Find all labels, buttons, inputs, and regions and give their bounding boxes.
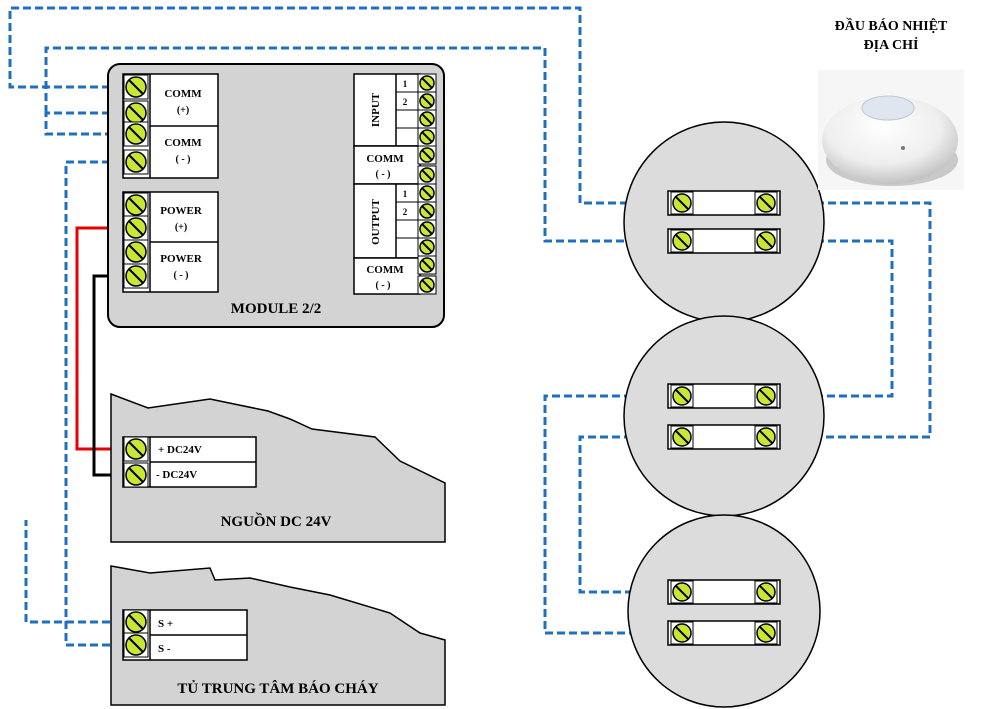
screw-terminal-icon <box>670 580 694 604</box>
power-supply-title: NGUỒN DC 24V <box>221 512 332 530</box>
module-comm-bottom-sign: ( - ) <box>376 280 391 291</box>
screw-terminal-icon <box>670 384 694 408</box>
bus-wire-a <box>24 520 122 624</box>
bus-wire-i <box>543 394 668 635</box>
screw-terminal-icon <box>670 191 694 215</box>
bus-wire-h <box>780 239 894 398</box>
screw-terminal-icon <box>417 91 437 111</box>
bus-wire-d <box>44 111 122 136</box>
bus-wire-b <box>64 520 122 647</box>
screw-terminal-icon <box>123 192 149 218</box>
screw-terminal-icon <box>417 145 437 165</box>
power-supply-body <box>110 392 446 543</box>
module-comm-minus-sign: ( - ) <box>176 154 191 165</box>
module-comm-mid-label: COMM <box>366 153 404 165</box>
power-supply: + DC24V - DC24V NGUỒN DC 24V <box>110 392 446 543</box>
screw-terminal-icon <box>754 580 778 604</box>
screw-terminal-icon <box>123 462 149 488</box>
power-wire-positive <box>75 226 122 451</box>
screw-terminal-icon <box>754 425 778 449</box>
module-title: MODULE 2/2 <box>231 301 321 317</box>
fire-panel-terminal-minus-label: S - <box>158 643 171 655</box>
module-input-pin-1: 1 <box>403 79 408 89</box>
module-comm-bottom-label: COMM <box>366 264 404 276</box>
screw-terminal-icon <box>670 229 694 253</box>
module-input-label: INPUT <box>370 92 382 127</box>
bus-wire-g <box>780 201 932 439</box>
detector-base-circle <box>627 514 821 708</box>
screw-terminal-icon <box>417 255 437 275</box>
module-comm-mid-block <box>353 145 421 185</box>
module-power-minus-label: POWER <box>160 253 203 265</box>
screw-terminal-icon <box>754 229 778 253</box>
heat-detector-image <box>818 70 964 190</box>
power-terminal-plus-label: + DC24V <box>158 444 202 456</box>
screw-terminal-icon <box>417 183 437 203</box>
module-output-pin-1: 1 <box>403 189 408 199</box>
detector-title-line-1: ĐẦU BÁO NHIỆT <box>835 17 948 34</box>
power-terminal-minus-label: - DC24V <box>156 469 197 481</box>
screw-terminal-icon <box>123 121 149 147</box>
detector-base-circle <box>623 315 825 517</box>
bus-wires <box>8 6 932 647</box>
screw-terminal-icon <box>417 237 437 257</box>
screw-terminal-icon <box>417 275 437 295</box>
module-comm-plus-label: COMM <box>164 88 202 100</box>
screw-terminal-icon <box>417 73 437 93</box>
screw-terminal-icon <box>670 425 694 449</box>
module-power-minus-sign: ( - ) <box>174 270 189 281</box>
module-output-block <box>353 183 421 259</box>
fire-panel-terminal-plus-label: S + <box>158 618 173 630</box>
screw-terminals <box>123 73 778 658</box>
module-output-label: OUTPUT <box>370 198 382 245</box>
module-comm-mid-sign: ( - ) <box>376 169 391 180</box>
screw-terminal-icon <box>754 621 778 645</box>
screw-terminal-icon <box>123 436 149 462</box>
module-comm-minus-label: COMM <box>164 137 202 149</box>
screw-terminal-icon <box>123 632 149 658</box>
module-input-pin-2: 2 <box>403 97 408 107</box>
screw-terminal-icon <box>417 165 437 185</box>
fire-panel-title: TỦ TRUNG TÂM BÁO CHÁY <box>177 680 378 697</box>
screw-terminal-icon <box>670 621 694 645</box>
screw-terminal-icon <box>417 219 437 239</box>
detector-title-line-2: ĐỊA CHỈ <box>864 36 919 53</box>
screw-terminal-icon <box>417 201 437 221</box>
screw-terminal-icon <box>123 100 149 126</box>
module-power-plus-sign: (+) <box>175 222 187 233</box>
detector-base-3 <box>627 514 821 708</box>
module-comm-plus-sign: (+) <box>177 105 189 116</box>
screw-terminal-icon <box>123 239 149 265</box>
fire-panel-body <box>110 565 446 706</box>
screw-terminal-icon <box>754 384 778 408</box>
screw-terminal-icon <box>417 109 437 129</box>
screw-terminal-icon <box>123 149 149 175</box>
screw-terminal-icon <box>417 127 437 147</box>
fire-panel: S + S - TỦ TRUNG TÂM BÁO CHÁY <box>110 565 446 706</box>
screw-terminal-icon <box>754 191 778 215</box>
screw-terminal-icon <box>123 609 149 635</box>
bus-wire-c <box>8 6 668 205</box>
module-output-pin-2: 2 <box>403 207 408 217</box>
bus-wire-e <box>44 46 668 243</box>
screw-terminal-icon <box>123 263 149 289</box>
module-box: MODULE 2/2 COMM (+) COMM ( - ) POWER (+)… <box>107 63 445 328</box>
detector-base-2 <box>623 315 825 517</box>
bus-wire-f <box>64 160 122 520</box>
detector-base-1 <box>623 121 825 323</box>
detector-base-circle <box>623 121 825 323</box>
screw-terminal-icon <box>123 74 149 100</box>
bus-wire-j <box>578 435 668 594</box>
screw-terminal-icon <box>123 215 149 241</box>
module-power-plus-label: POWER <box>160 205 203 217</box>
